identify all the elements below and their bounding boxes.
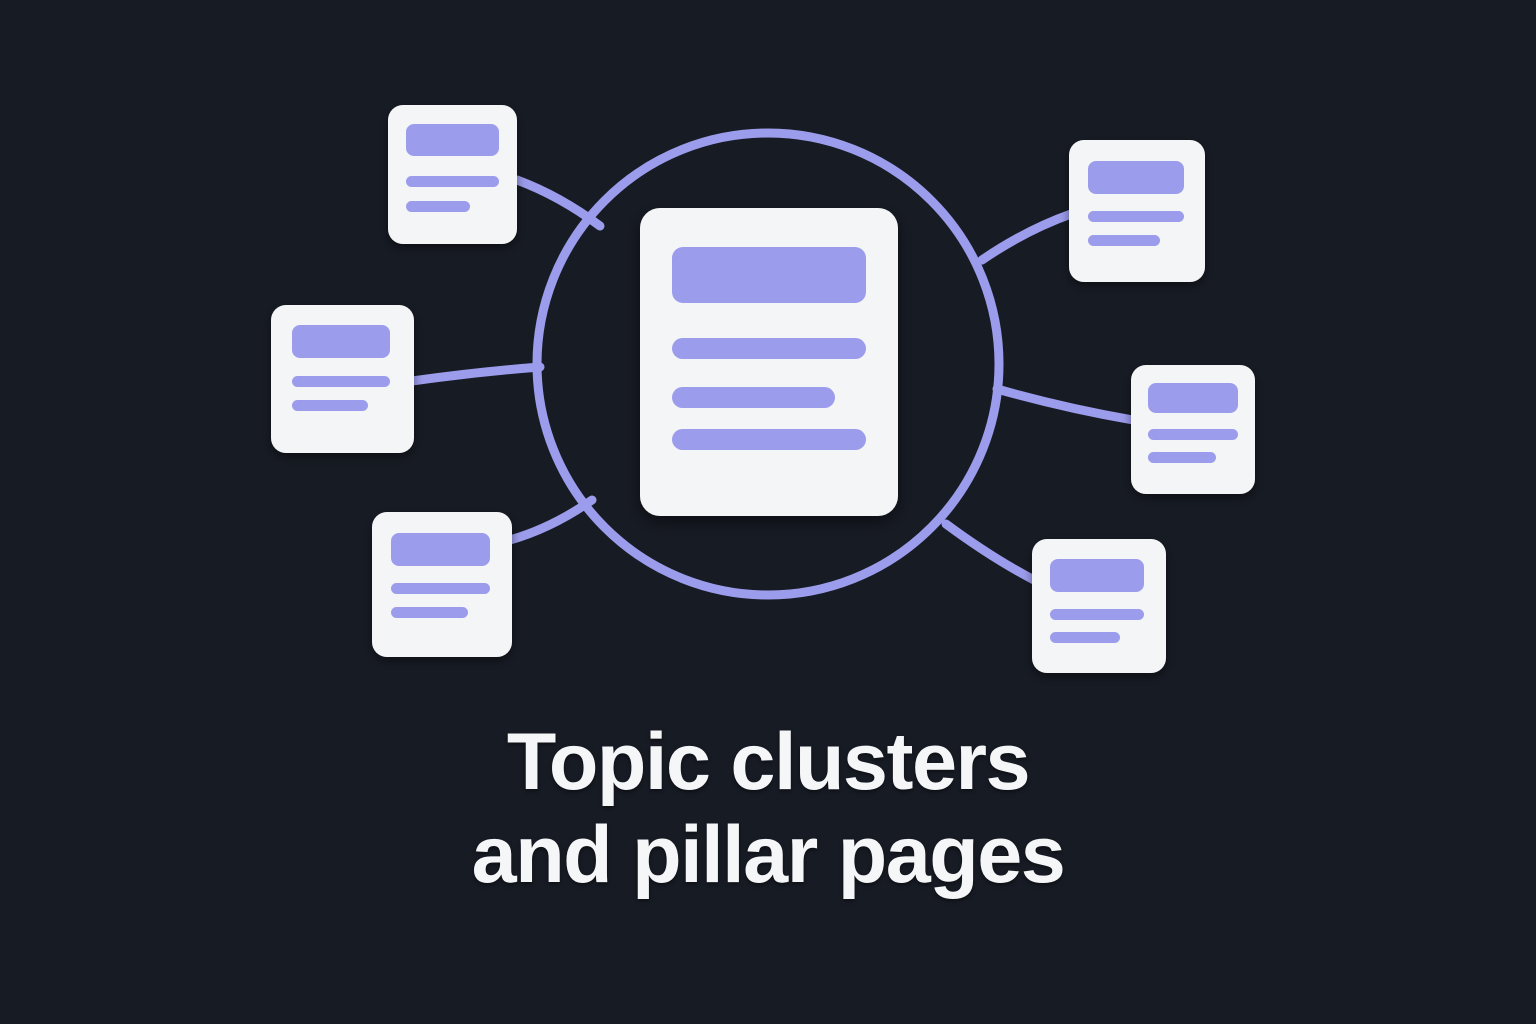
cluster-card-text-line-2 xyxy=(1050,632,1120,643)
cluster-card-heading-block xyxy=(406,124,499,156)
cluster-card-text-line-1 xyxy=(406,176,499,187)
connector-mid-right xyxy=(992,384,1138,425)
cluster-card-bottom-right[interactable] xyxy=(1032,539,1166,673)
cluster-card-text-line-2 xyxy=(292,400,368,411)
cluster-card-mid-left[interactable] xyxy=(271,305,414,453)
cluster-card-text-line-1 xyxy=(1088,211,1184,222)
cluster-card-heading-block xyxy=(292,325,390,358)
connector-bottom-right xyxy=(941,519,1039,585)
pillar-page-text-line-1 xyxy=(672,338,866,359)
pillar-page-heading-block xyxy=(672,247,866,303)
cluster-card-text-line-1 xyxy=(391,583,490,594)
pillar-page-text-line-3 xyxy=(672,429,866,450)
cluster-card-bottom-left[interactable] xyxy=(372,512,512,657)
cluster-card-top-left[interactable] xyxy=(388,105,517,244)
cluster-card-text-line-1 xyxy=(292,376,390,387)
connector-bottom-left xyxy=(505,495,597,545)
cluster-card-mid-right[interactable] xyxy=(1131,365,1255,494)
cluster-card-heading-block xyxy=(1148,383,1238,413)
cluster-card-text-line-2 xyxy=(1148,452,1216,463)
connector-top-right xyxy=(977,209,1076,265)
cluster-card-text-line-1 xyxy=(1050,609,1144,620)
cluster-card-heading-block xyxy=(1088,161,1184,194)
cluster-card-text-line-2 xyxy=(406,201,470,212)
cluster-card-text-line-2 xyxy=(391,607,468,618)
pillar-page-text-line-2 xyxy=(672,387,835,408)
cluster-card-heading-block xyxy=(1050,559,1144,592)
connector-mid-left xyxy=(407,362,545,386)
cluster-card-top-right[interactable] xyxy=(1069,140,1205,282)
hub-circle xyxy=(532,128,1004,600)
cluster-card-text-line-1 xyxy=(1148,429,1238,440)
pillar-page-document[interactable] xyxy=(640,208,898,516)
cluster-card-text-line-2 xyxy=(1088,235,1160,246)
cluster-card-heading-block xyxy=(391,533,490,566)
